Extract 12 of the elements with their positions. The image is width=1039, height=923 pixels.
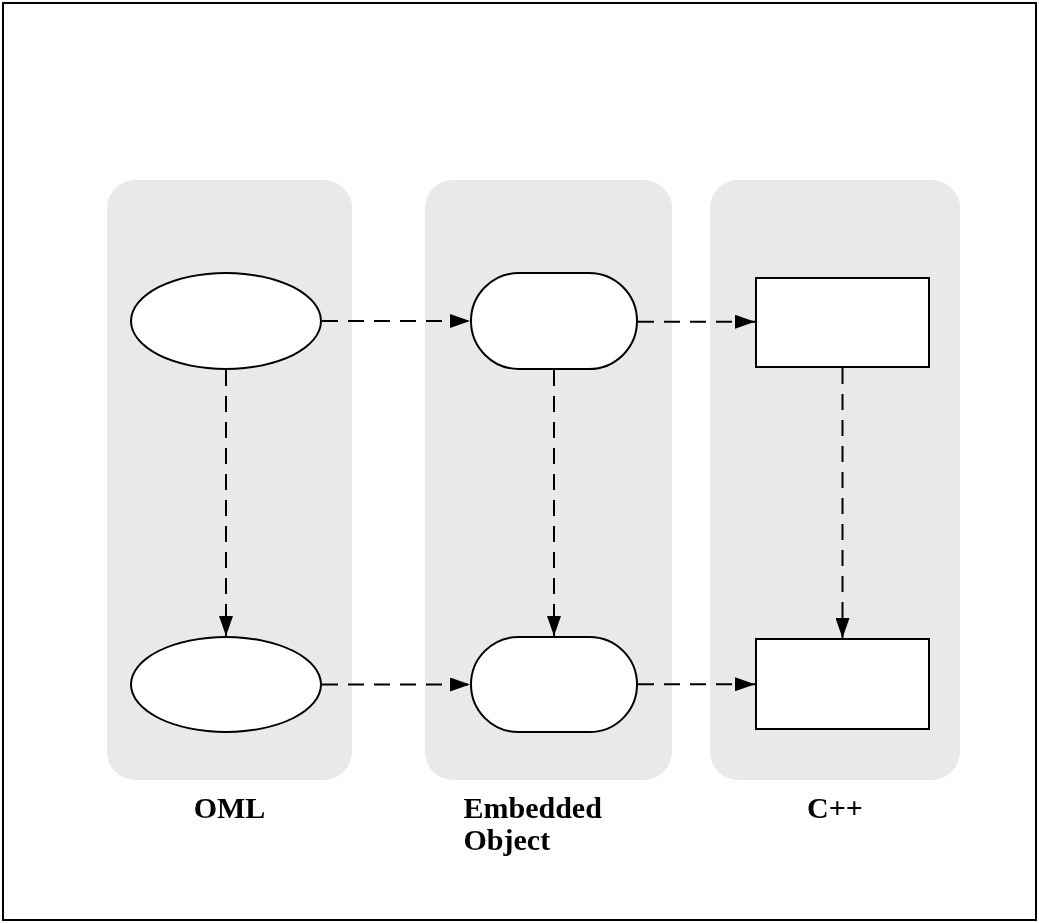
dashed-arrow xyxy=(547,369,561,637)
rectangle-node xyxy=(755,638,930,730)
dashed-arrow xyxy=(321,314,471,328)
column-label: C++ xyxy=(806,792,864,824)
dashed-arrow xyxy=(835,367,850,639)
rectangle-node xyxy=(755,277,930,368)
dashed-arrow xyxy=(321,677,471,692)
column-label: OML xyxy=(192,792,267,824)
dashed-arrow xyxy=(219,369,233,637)
dashed-arrow xyxy=(637,314,756,329)
dashed-arrow xyxy=(637,677,756,692)
column-label: Embedded Object xyxy=(463,792,603,856)
